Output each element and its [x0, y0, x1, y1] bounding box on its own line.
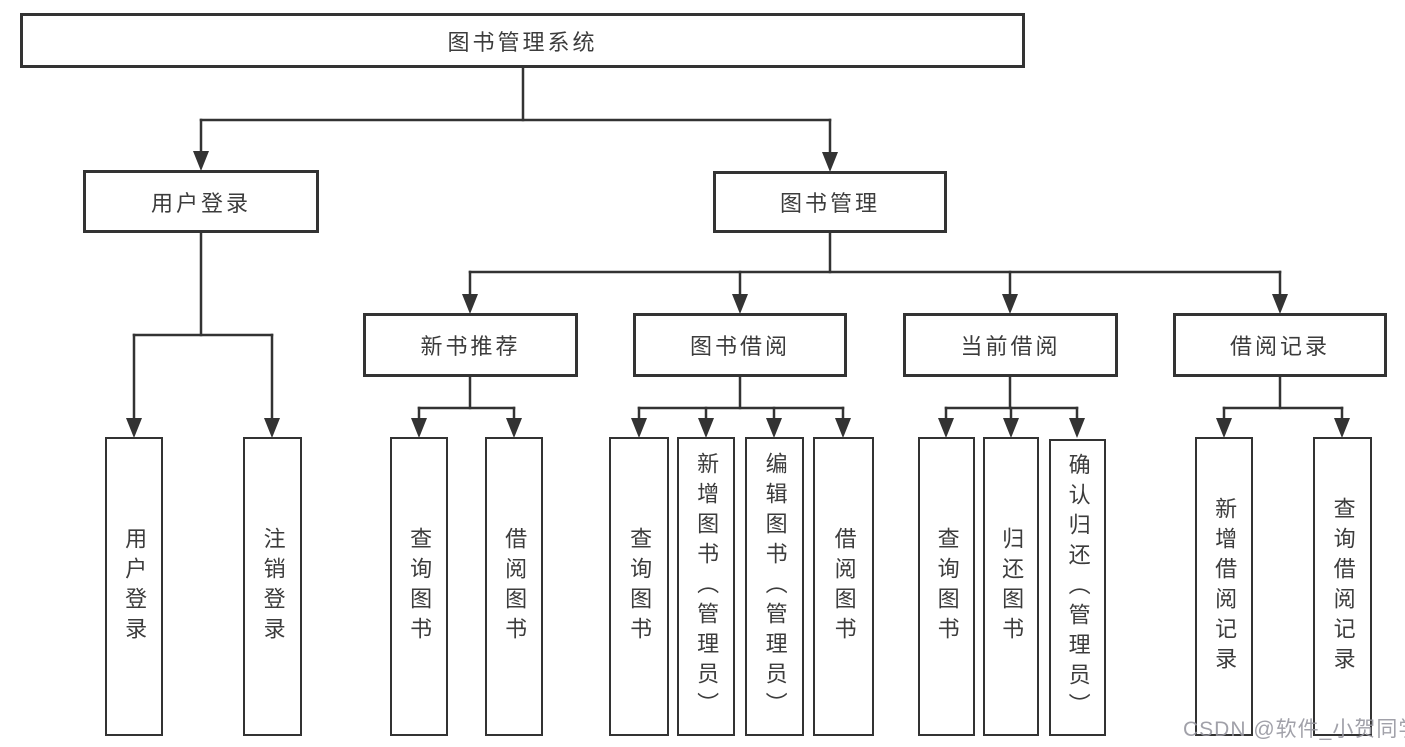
- arrowhead: [1003, 418, 1019, 438]
- node-label: 查询图书: [627, 526, 653, 647]
- arrowhead: [411, 418, 427, 438]
- arrowhead: [264, 418, 280, 438]
- arrowhead: [698, 418, 714, 438]
- node-label: 图书管理: [779, 191, 880, 216]
- node-label: 图书管理系统: [447, 29, 598, 55]
- arrowhead: [631, 418, 647, 438]
- arrowhead: [1002, 294, 1018, 314]
- arrowhead: [835, 418, 851, 438]
- arrowhead: [938, 418, 954, 438]
- arrowhead: [193, 151, 209, 171]
- node-root-library-system: 图书管理系统: [20, 13, 1025, 68]
- arrowhead: [126, 418, 142, 438]
- connector-book-borrowing-children: [631, 375, 851, 438]
- connector-book-management-children: [462, 231, 1288, 314]
- leaf-logout-login: 注销登录: [243, 437, 302, 736]
- leaf-borrow-books-recommend: 借阅图书: [485, 437, 543, 736]
- node-label: 注销登录: [260, 526, 286, 647]
- leaf-confirm-return-admin: 确认归还（管理员）: [1049, 439, 1106, 736]
- node-current-borrowing: 当前借阅: [903, 313, 1118, 377]
- node-label: 归还图书: [999, 526, 1025, 647]
- node-label: 新书推荐: [420, 334, 521, 359]
- connector-borrowing-records-children: [1216, 375, 1350, 438]
- arrowhead: [1216, 418, 1232, 438]
- arrowhead: [506, 418, 522, 438]
- csdn-watermark: CSDN @软件_小贺同学: [1183, 718, 1405, 741]
- node-label: 借阅图书: [831, 526, 857, 647]
- leaf-add-borrow-record: 新增借阅记录: [1195, 437, 1253, 736]
- connector-user-login-children: [126, 231, 280, 438]
- node-label: 当前借阅: [960, 334, 1061, 359]
- arrowhead: [766, 418, 782, 438]
- arrowhead: [732, 294, 748, 314]
- node-label: 编辑图书（管理员）: [762, 451, 788, 722]
- arrowhead: [1334, 418, 1350, 438]
- leaf-query-books-recommend: 查询图书: [390, 437, 448, 736]
- arrowhead: [1272, 294, 1288, 314]
- leaf-return-books: 归还图书: [983, 437, 1039, 736]
- leaf-edit-books-admin: 编辑图书（管理员）: [745, 437, 804, 736]
- node-label: 查询借阅记录: [1330, 496, 1356, 677]
- node-label: 查询图书: [407, 526, 433, 647]
- node-label: 新增借阅记录: [1212, 496, 1238, 677]
- leaf-query-books-borrowing: 查询图书: [609, 437, 669, 736]
- arrowhead: [822, 152, 838, 172]
- node-label: 借阅记录: [1229, 334, 1330, 359]
- node-user-login: 用户登录: [83, 170, 319, 233]
- node-book-management: 图书管理: [713, 171, 947, 233]
- node-label: 用户登录: [122, 526, 148, 647]
- node-label: 借阅图书: [502, 526, 528, 647]
- connector-root-to-level2: [193, 66, 838, 172]
- leaf-add-books-admin: 新增图书（管理员）: [677, 437, 735, 736]
- leaf-user-login: 用户登录: [105, 437, 163, 736]
- leaf-query-borrow-record: 查询借阅记录: [1313, 437, 1372, 736]
- node-label: 用户登录: [150, 190, 251, 216]
- arrowhead: [1069, 418, 1085, 438]
- leaf-borrow-books-borrowing: 借阅图书: [813, 437, 874, 736]
- node-book-borrowing: 图书借阅: [633, 313, 847, 377]
- node-label: 查询图书: [934, 526, 960, 647]
- node-label: 确认归还（管理员）: [1065, 452, 1091, 723]
- leaf-query-books-current: 查询图书: [918, 437, 975, 736]
- connector-current-borrowing-children: [938, 375, 1085, 438]
- node-borrowing-records: 借阅记录: [1173, 313, 1387, 377]
- connector-new-book-children: [411, 375, 522, 438]
- arrowhead: [462, 294, 478, 314]
- node-label: 新增图书（管理员）: [694, 451, 720, 722]
- node-label: 图书借阅: [689, 334, 790, 359]
- node-new-book-recommendation: 新书推荐: [363, 313, 578, 377]
